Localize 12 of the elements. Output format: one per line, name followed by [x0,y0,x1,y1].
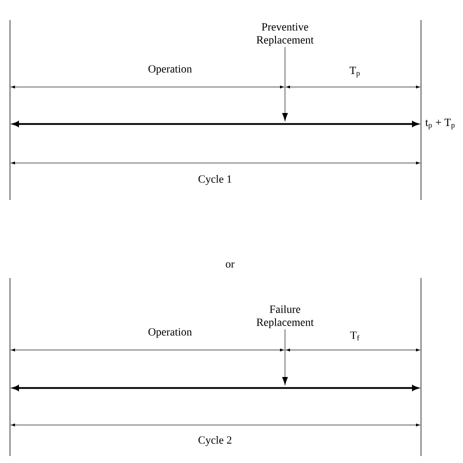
dimension-label: Operation [148,65,192,75]
cycle-label: Cycle 2 [198,436,232,446]
dimension-label: T$_{f}$ [350,332,360,340]
leader-arrow [282,46,288,122]
or-label: or [226,262,234,268]
event-label: Failure Replacement [256,305,314,328]
time-label: t$_{p}$ + T$_{p}$ [425,118,455,130]
dimension-label: T$_{p}$ [350,66,360,78]
leader-arrow [282,329,288,386]
cycle-label: Cycle 1 [198,175,232,185]
dimension-label: Operation [148,328,192,338]
event-label: Preventive Replacement [256,23,314,46]
